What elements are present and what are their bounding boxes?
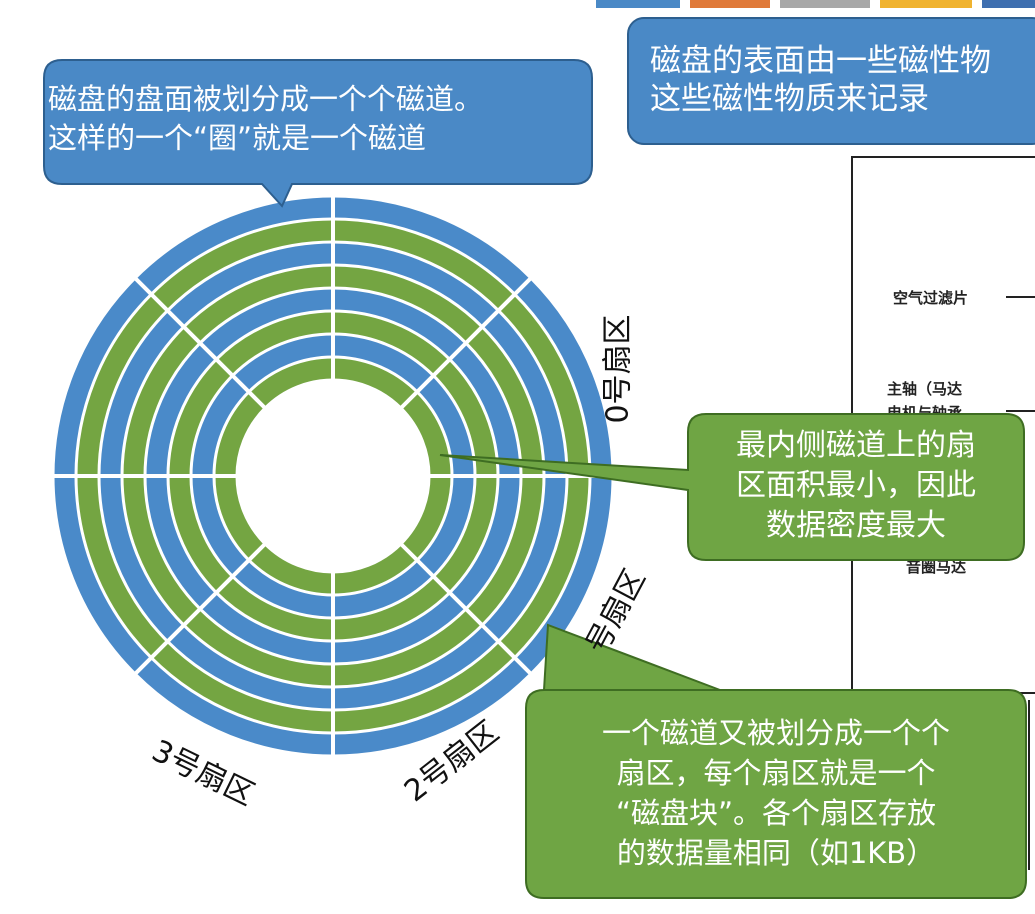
callout-inner-sector-box: [439, 413, 1025, 561]
tab-orange: [690, 0, 770, 8]
callout-top-right-text: 磁盘的表面由一些磁性物 这些磁性物质来记录: [650, 43, 991, 117]
sector-divider: [399, 275, 534, 410]
hard-drive-panel-lower: [1028, 700, 1035, 870]
sector-divider: [132, 542, 267, 677]
tab-blue-2: [982, 0, 1035, 8]
tab-gray: [780, 0, 870, 8]
air-filter-label: 空气过滤片: [893, 289, 969, 307]
sector-0-label: 0号扇区: [600, 314, 636, 424]
callout-inner-sector-text: 最内侧磁道上的扇 区面积最小，因此 数据密度最大: [736, 428, 976, 543]
sector-divider: [132, 275, 267, 410]
callout-sector-box: [525, 623, 1027, 899]
spindle-label-partial: 电机与轴承: [887, 402, 962, 415]
callout-sector-text: 一个磁道又被划分成一个个 扇区，每个扇区就是一个 “磁盘块”。各个扇区存放 的数…: [601, 716, 950, 870]
voice-coil-label: 音圈马达: [906, 558, 967, 576]
spindle-line: [1006, 410, 1035, 412]
sector-divider: [399, 542, 534, 677]
callout-track-box: [43, 59, 593, 208]
callout-top-right-box: [627, 17, 1035, 145]
tab-blue-1: [596, 0, 680, 8]
tab-yellow: [880, 0, 972, 8]
callout-track-text: 磁盘的盘面被划分成一个个磁道。 这样的一个“圈”就是一个磁道: [48, 82, 484, 155]
disk-hole: [235, 378, 431, 574]
air-filter-line: [1006, 296, 1035, 298]
disk-platter: [51, 194, 615, 758]
spindle-label: 主轴（马达: [887, 380, 963, 398]
